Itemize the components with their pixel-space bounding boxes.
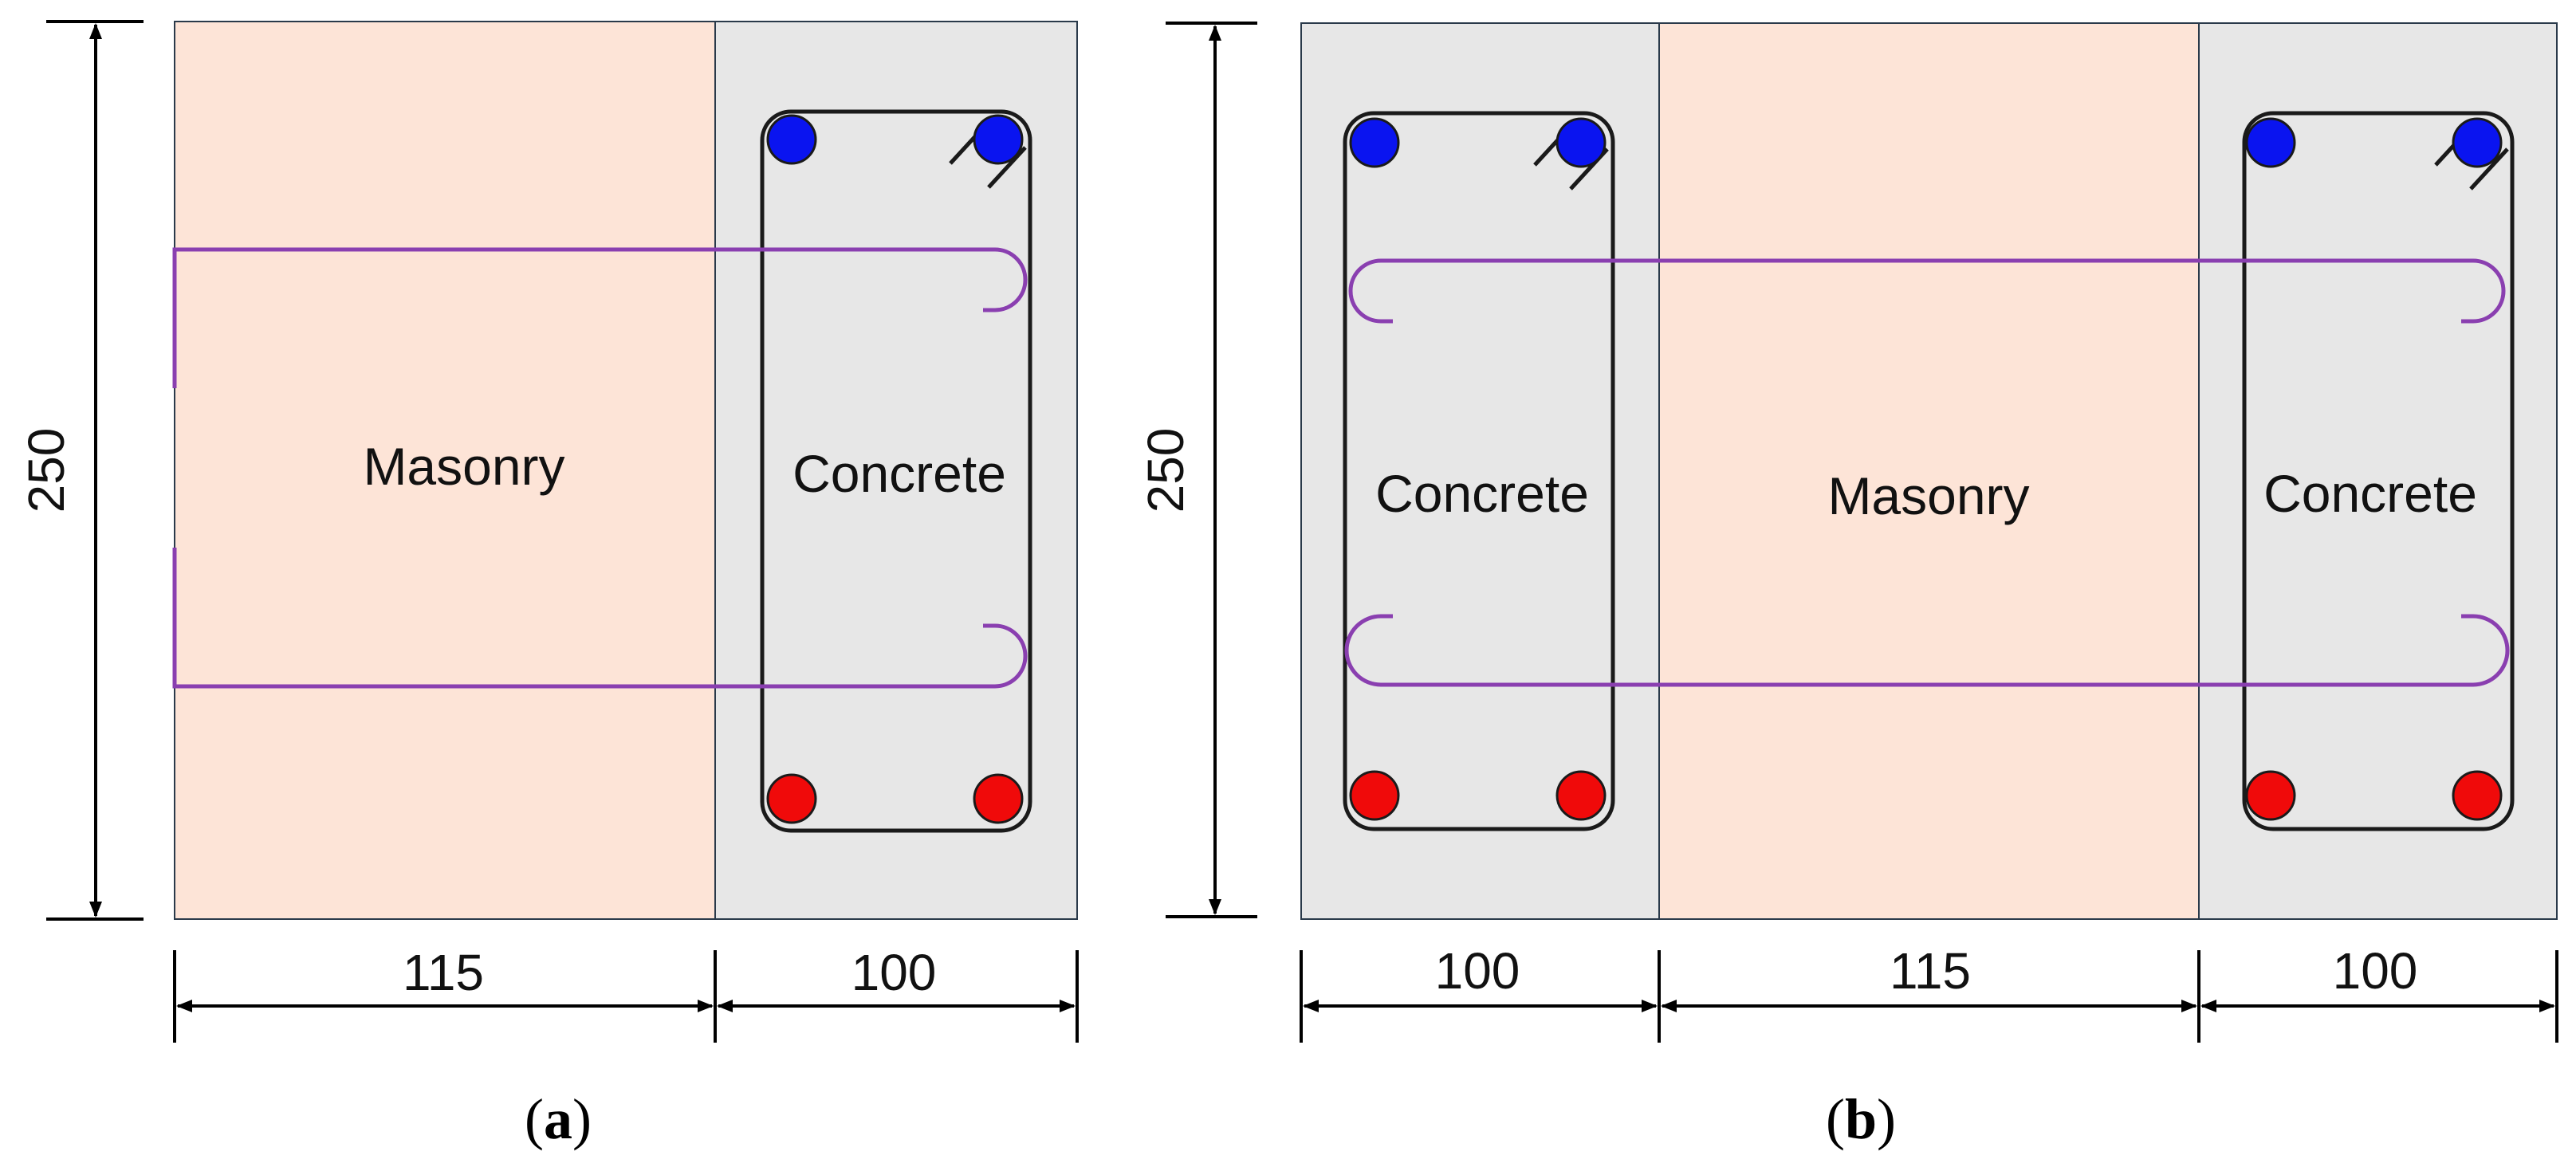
section-outline: [174, 21, 1078, 920]
tie-bar-bottom: [172, 548, 1028, 689]
top-rebar: [2452, 117, 2503, 168]
masonry-panel: [175, 22, 715, 919]
masonry-label: Masonry: [363, 437, 564, 496]
height-dimension: 250: [1137, 22, 1257, 918]
width-dim-label: 115: [1890, 942, 1971, 1000]
figure-a: Masonry Concrete 250 115 100 (a): [18, 20, 1079, 1151]
bottom-rebar: [2452, 770, 2503, 821]
masonry-label: Masonry: [1827, 466, 2029, 525]
tie-bar-top: [172, 247, 1028, 388]
bottom-rebar: [766, 773, 817, 824]
concrete-panel: [715, 22, 1077, 919]
masonry-panel: [1659, 23, 2199, 919]
width-dim-label: 115: [403, 944, 484, 1001]
width-dim-label: 100: [851, 944, 937, 1001]
caption-a: (a): [525, 1087, 592, 1151]
concrete-label-left: Concrete: [1375, 464, 1589, 523]
bottom-rebar: [973, 773, 1024, 824]
top-rebar: [1555, 117, 1607, 168]
stirrup-left: [1343, 111, 1615, 831]
concrete-label-right: Concrete: [2263, 464, 2477, 523]
width-dim-label: 100: [2333, 942, 2418, 1000]
figure-b: Concrete Masonry Concrete 250 100 115 10…: [1137, 22, 2558, 1151]
top-rebar: [1349, 117, 1400, 168]
concrete-label: Concrete: [792, 444, 1006, 503]
top-rebar: [766, 114, 817, 165]
caption-b: (b): [1826, 1087, 1896, 1151]
height-dimension: 250: [18, 20, 144, 921]
bottom-rebar: [2245, 770, 2296, 821]
tie-bar-top: [1348, 258, 2506, 324]
bottom-rebar: [1555, 770, 1607, 821]
top-rebar: [973, 114, 1024, 165]
tie-bar-bottom: [1344, 614, 2510, 687]
concrete-panel-left: [1301, 23, 1659, 919]
stirrup-right: [2242, 111, 2515, 831]
section-outline: [1300, 22, 2558, 920]
top-rebar: [2245, 117, 2296, 168]
bottom-rebar: [1349, 770, 1400, 821]
height-dim-label: 250: [18, 428, 75, 513]
width-dim-label: 100: [1435, 942, 1520, 1000]
concrete-panel-right: [2199, 23, 2557, 919]
stirrup: [760, 109, 1032, 833]
height-dim-label: 250: [1137, 428, 1194, 513]
width-dimensions: 100 115 100: [1300, 942, 2558, 1043]
width-dimensions: 115 100: [173, 944, 1079, 1043]
